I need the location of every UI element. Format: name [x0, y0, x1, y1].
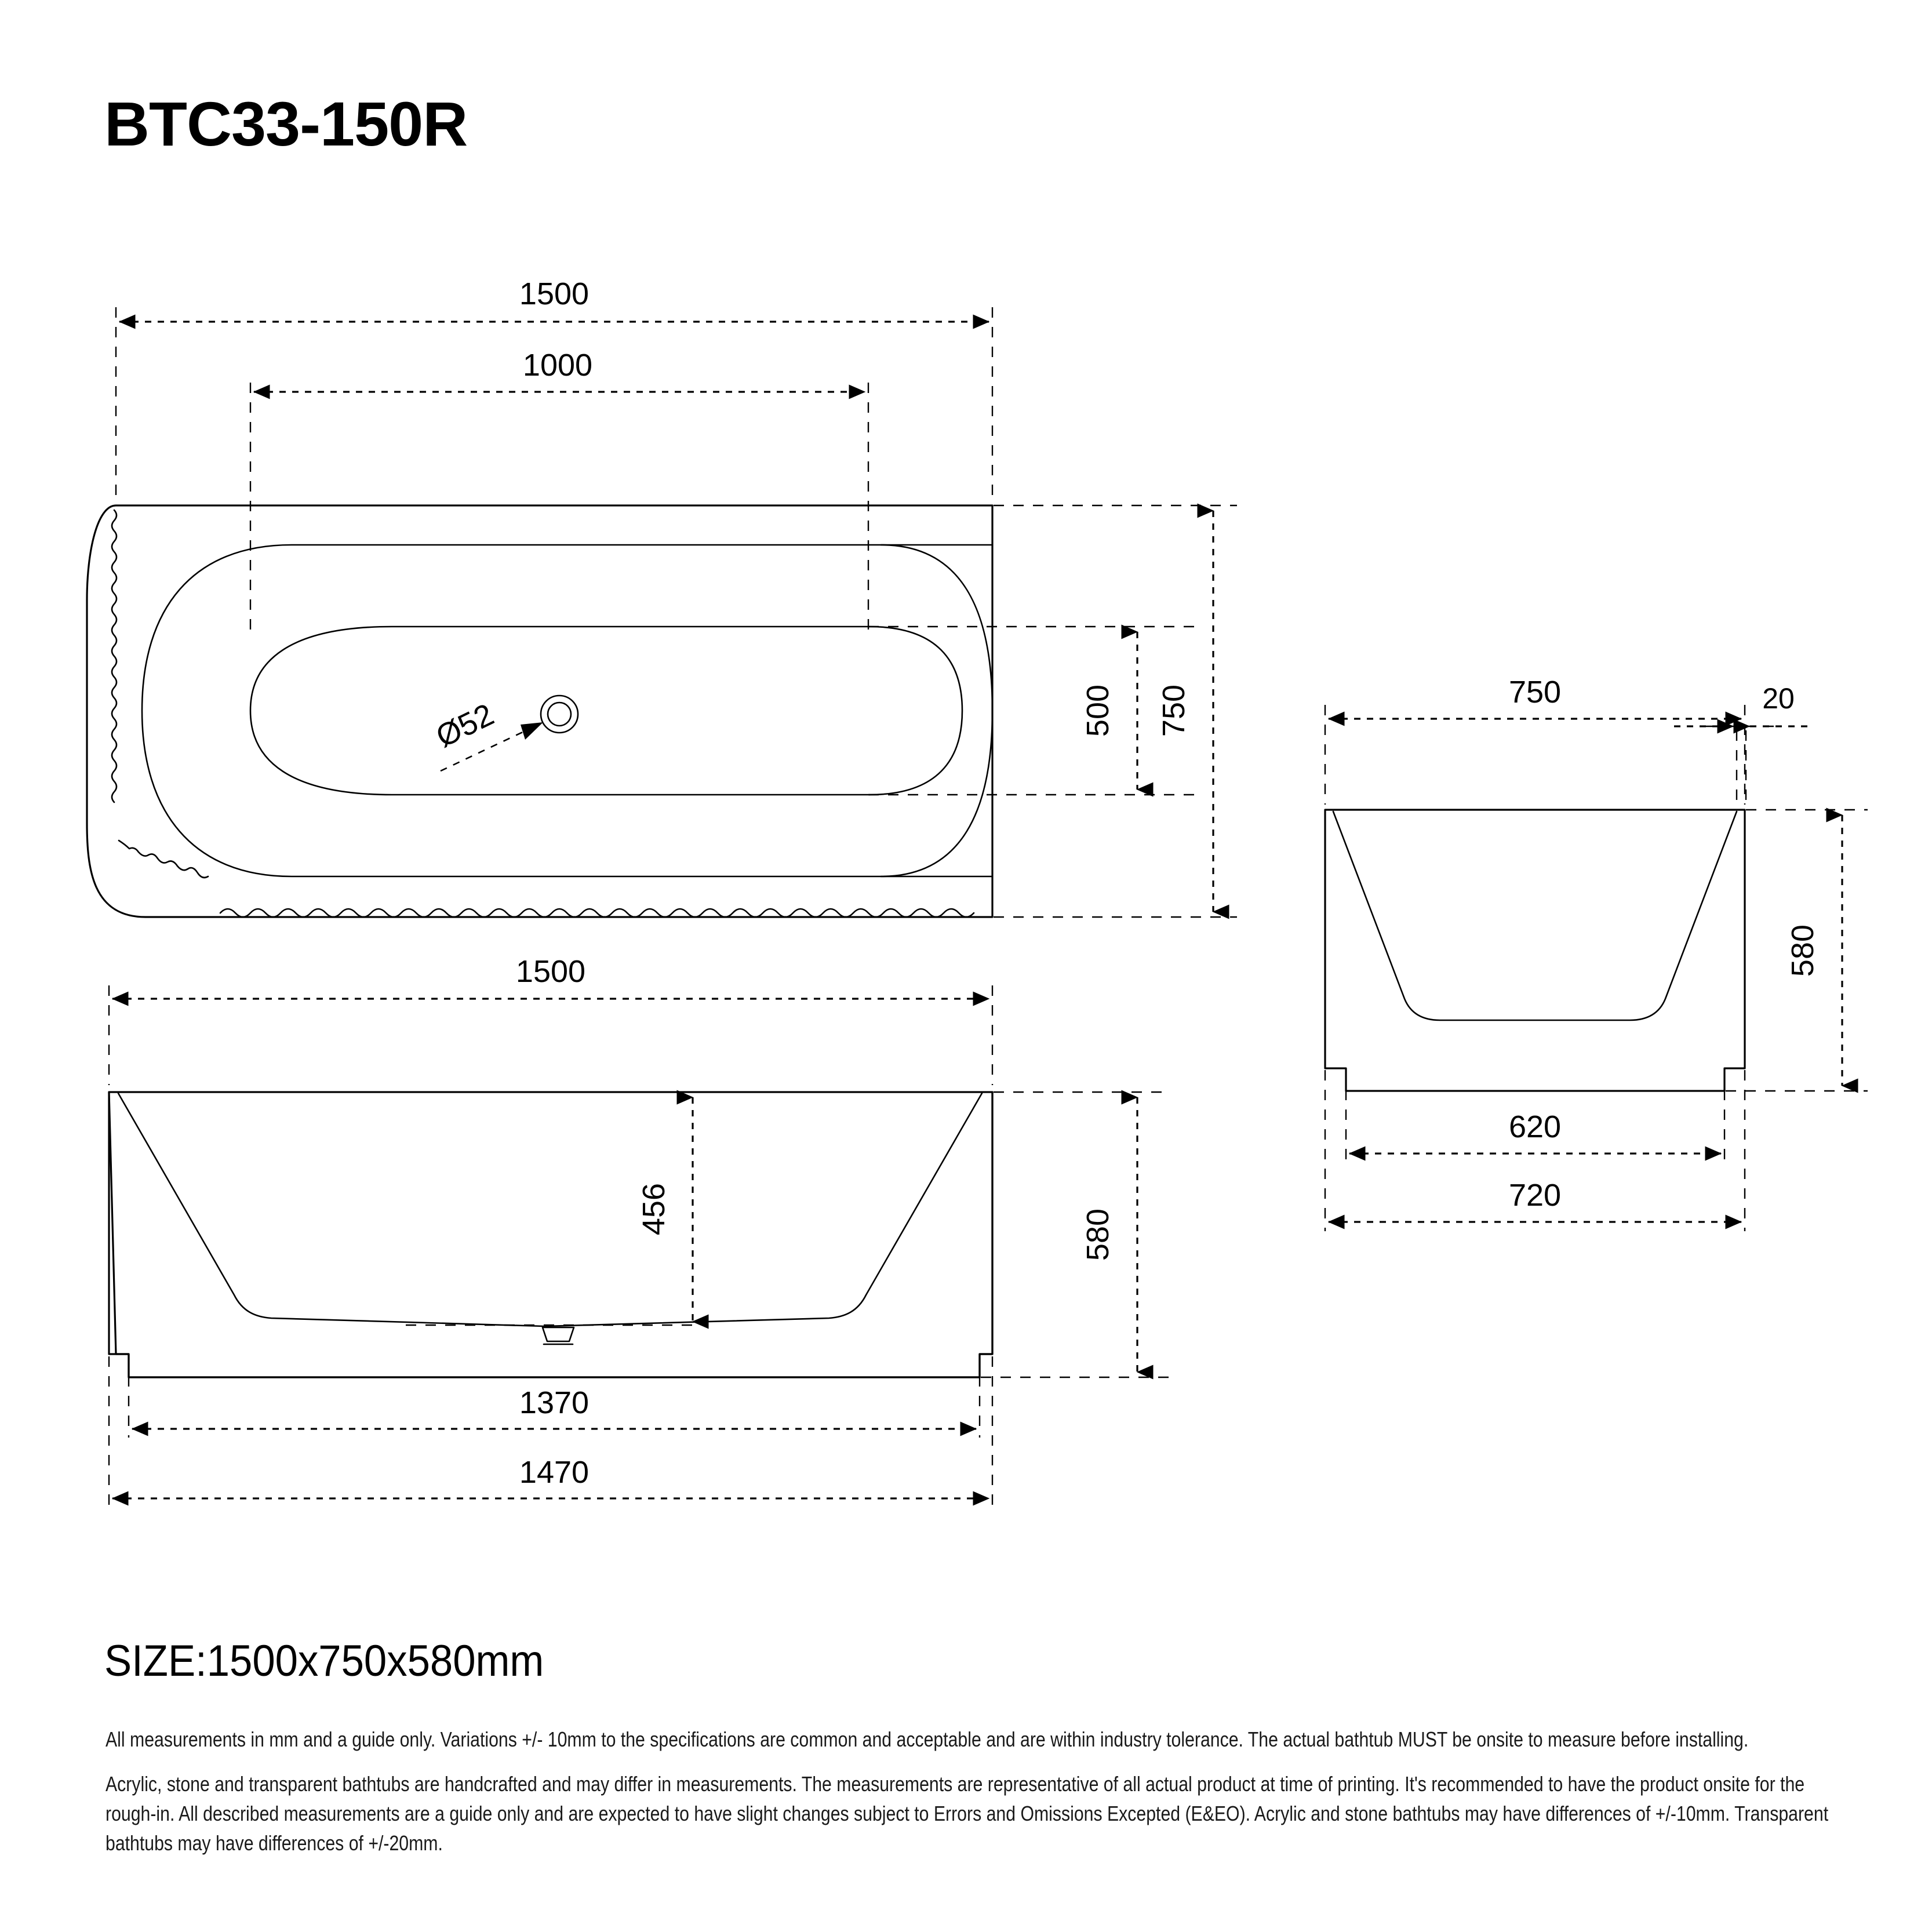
- front-dim-1470-label: 1470: [519, 1455, 589, 1490]
- front-dim-580-label: 580: [1080, 1209, 1115, 1261]
- page-title: BTC33-150R: [104, 89, 468, 159]
- side-dim-620-label: 620: [1509, 1109, 1561, 1144]
- front-body-profile: [108, 1091, 994, 1378]
- plan-dim-750-label: 750: [1156, 685, 1191, 737]
- basin-floor-outline: [249, 625, 871, 796]
- note-paragraph-2: Acrylic, stone and transparent bathtubs …: [105, 1772, 1829, 1855]
- tub-rim-contour: [141, 544, 994, 878]
- top-plan-view: Ø52 1500 1000 500 750: [86, 276, 1237, 919]
- notes-block: All measurements in mm and a guide only.…: [105, 1724, 1836, 1873]
- front-elevation-view: 1500 456 580 1370 1470: [108, 954, 1171, 1507]
- drain-leader-arrow: [521, 722, 543, 740]
- front-dim-1370-label: 1370: [519, 1385, 589, 1420]
- size-summary-label: SIZE:1500x750x580mm: [104, 1636, 544, 1686]
- drain-outer-circle: [540, 694, 579, 734]
- tub-outer-outline: [86, 504, 994, 918]
- side-dim-580-label: 580: [1785, 925, 1820, 977]
- side-dim-20-label: 20: [1762, 682, 1795, 715]
- front-dim-456-label: 456: [636, 1183, 671, 1235]
- side-outer-outline: [1324, 809, 1746, 1092]
- wall-edge-serration-bottom: [219, 908, 975, 918]
- side-dim-720-label: 720: [1509, 1178, 1561, 1213]
- side-dim-750-label: 750: [1509, 675, 1561, 710]
- basin-floor-right-end: [868, 625, 963, 796]
- waste-outlet-body: [541, 1326, 575, 1342]
- plan-dim-1000-label: 1000: [523, 348, 592, 383]
- drain-diameter-label: Ø52: [431, 697, 499, 754]
- tub-rim-right-end: [880, 544, 994, 878]
- plan-dim-500-label: 500: [1080, 685, 1115, 737]
- side-inner-bowl-profile: [1332, 810, 1738, 1021]
- front-dim-1500-label: 1500: [516, 954, 585, 989]
- side-section-view: 750 20 580 620 720: [1324, 675, 1868, 1231]
- drain-inner-circle: [547, 701, 572, 727]
- plan-dim-1500-label: 1500: [519, 276, 589, 311]
- drain-leader-line: [440, 725, 537, 772]
- wall-edge-serration-left: [111, 509, 118, 803]
- note-paragraph-1: All measurements in mm and a guide only.…: [105, 1727, 1749, 1751]
- wall-edge-serration-corner: [118, 839, 209, 879]
- front-outer-outline: [108, 1091, 994, 1378]
- front-inner-bowl-profile: [117, 1092, 983, 1327]
